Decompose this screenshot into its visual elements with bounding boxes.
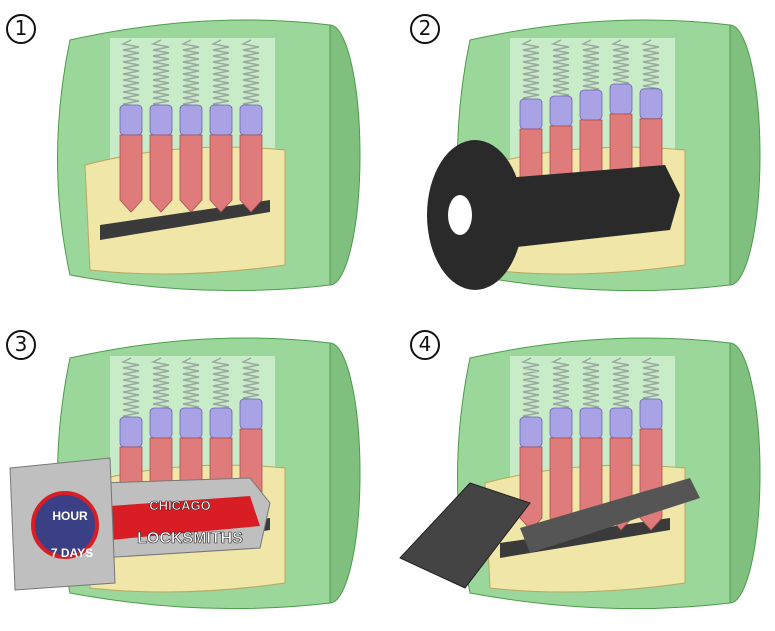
- key-blade: [480, 165, 680, 250]
- badge-days-text: 7 DAYS: [51, 546, 93, 560]
- driver-pin: [179, 407, 203, 439]
- key-pin: [149, 134, 173, 213]
- step-number-1: 1: [6, 14, 36, 44]
- driver-pin: [519, 98, 543, 130]
- panel-1-lock-cylinder: [57, 19, 361, 292]
- spring: [120, 357, 140, 426]
- driver-pin: [609, 407, 633, 439]
- panel-3-lock-with-branded-key: [9, 337, 361, 610]
- spring: [640, 39, 660, 96]
- turned-key-head: [399, 482, 531, 589]
- spring: [550, 357, 570, 414]
- key-pin: [519, 446, 543, 531]
- spring: [150, 39, 170, 114]
- step-number-4: 4: [410, 330, 440, 360]
- key-bow: [427, 140, 523, 290]
- spring: [580, 39, 600, 96]
- driver-pin: [149, 104, 173, 136]
- step-number-2: 2: [410, 14, 440, 44]
- key-hole: [448, 195, 472, 235]
- spring: [180, 357, 200, 414]
- spring: [210, 357, 230, 414]
- brand-line-locksmiths: LOCKSMITHS: [137, 530, 243, 547]
- driver-pin: [549, 407, 573, 439]
- driver-pin: [579, 407, 603, 439]
- spring: [580, 357, 600, 414]
- key-pin: [119, 134, 143, 213]
- key-branding: CHICAGO LOCKSMITHS HOUR 7 DAYS: [51, 498, 244, 560]
- driver-pin: [549, 95, 573, 127]
- spring: [120, 39, 140, 114]
- brand-line-chicago: CHICAGO: [149, 498, 210, 513]
- driver-pin: [639, 398, 663, 430]
- spring: [520, 39, 540, 108]
- driver-pin: [209, 407, 233, 439]
- spring: [240, 39, 260, 114]
- driver-pin: [579, 89, 603, 121]
- spring: [180, 39, 200, 114]
- panel-2-lock-with-key: [427, 19, 761, 292]
- spring: [150, 357, 170, 414]
- hour-badge: [31, 491, 99, 559]
- driver-pin: [119, 104, 143, 136]
- driver-pin: [119, 416, 143, 448]
- driver-pin: [519, 416, 543, 448]
- badge-hour-text: HOUR: [52, 509, 88, 523]
- driver-pin: [239, 104, 263, 136]
- key-pin: [239, 134, 263, 213]
- driver-pin: [239, 398, 263, 430]
- spring: [520, 357, 540, 426]
- driver-pin: [209, 104, 233, 136]
- keyway-slot: [100, 200, 270, 240]
- driver-pin: [609, 83, 633, 115]
- spring: [210, 39, 230, 114]
- step-number-3: 3: [6, 330, 36, 360]
- key-pin: [179, 134, 203, 213]
- driver-pin: [149, 407, 173, 439]
- panel-4-lock-turning: [399, 337, 761, 610]
- spring: [610, 357, 630, 414]
- red-band: [110, 496, 260, 540]
- key-pin: [209, 134, 233, 213]
- driver-pin: [639, 88, 663, 120]
- spring: [610, 39, 630, 90]
- turned-key-blade: [520, 478, 700, 553]
- spring: [550, 39, 570, 102]
- driver-pin: [179, 104, 203, 136]
